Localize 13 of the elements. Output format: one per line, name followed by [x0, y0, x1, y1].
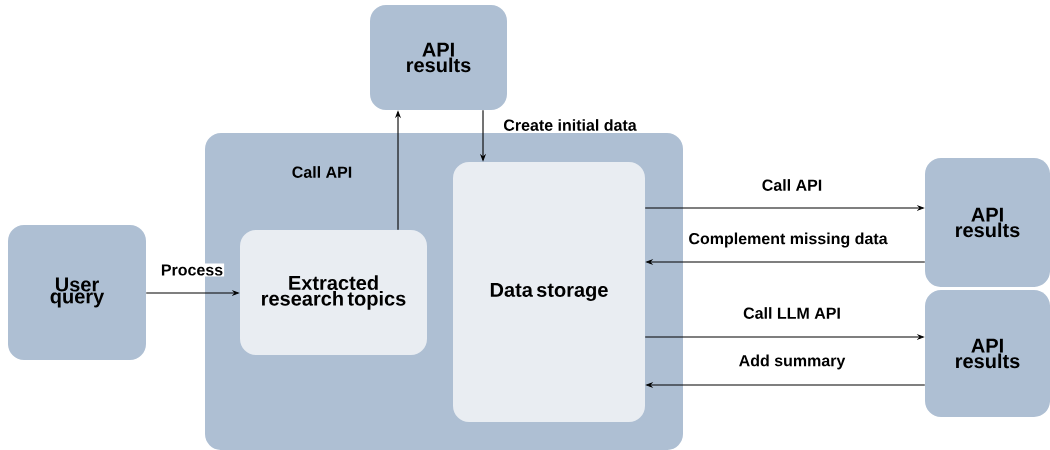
edge-label: Call API [290, 165, 354, 179]
process-box: Extracted research topics [240, 230, 427, 355]
process-box: Data storage [453, 162, 645, 422]
process-box: API results [925, 290, 1050, 417]
edge-label: Complement missing data [687, 231, 889, 249]
process-box: API results [925, 158, 1050, 287]
edge-label: Call LLM API [742, 306, 842, 320]
edge-label: Call API [760, 178, 824, 192]
edge-label: Create initial data [502, 118, 638, 132]
process-box: User query [8, 225, 146, 360]
edge-label: Process [159, 263, 225, 277]
edge-label: Add summary [737, 353, 847, 371]
process-box: API results [370, 5, 507, 110]
